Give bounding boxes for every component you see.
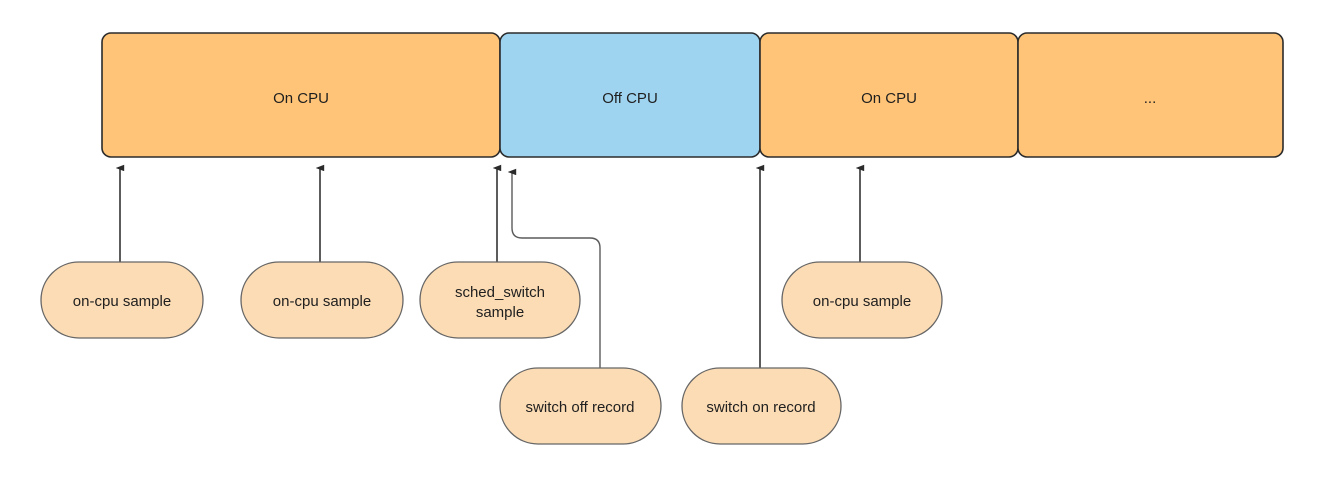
sample-pill-on-cpu-2[interactable]: on-cpu sample <box>240 261 404 339</box>
sample-pill-on-cpu-3[interactable]: on-cpu sample <box>781 261 943 339</box>
pill-label: switch off record <box>526 399 635 416</box>
segment-label: On CPU <box>273 90 329 107</box>
pill-rect[interactable] <box>781 261 943 339</box>
arrow-switch-off-record <box>507 168 601 368</box>
pill-label-line-1: sched_switch <box>455 284 545 301</box>
cpu-state-timeline: On CPU Off CPU On CPU ... <box>101 32 1284 158</box>
pill-label: on-cpu sample <box>73 293 171 310</box>
pill-rect[interactable] <box>499 367 662 445</box>
timeline-segment-on-cpu-1[interactable]: On CPU <box>101 32 501 158</box>
sample-pill-sched-switch[interactable]: sched_switch sample <box>419 261 581 339</box>
pill-rect[interactable] <box>419 261 581 339</box>
pill-label-line-2: sample <box>476 304 524 321</box>
timeline-segment-off-cpu-1[interactable]: Off CPU <box>499 32 761 158</box>
record-pill-switch-on[interactable]: switch on record <box>681 367 842 445</box>
pill-label: switch on record <box>706 399 815 416</box>
record-pill-switch-off[interactable]: switch off record <box>499 367 662 445</box>
segment-label: Off CPU <box>602 90 658 107</box>
sample-pill-on-cpu-1[interactable]: on-cpu sample <box>40 261 204 339</box>
pill-rect[interactable] <box>681 367 842 445</box>
pill-label: on-cpu sample <box>273 293 371 310</box>
pill-label: on-cpu sample <box>813 293 911 310</box>
segment-label: ... <box>1144 90 1157 107</box>
timeline-segment-ellipsis[interactable]: ... <box>1017 32 1284 158</box>
segment-label: On CPU <box>861 90 917 107</box>
segment-rect[interactable] <box>1017 32 1284 158</box>
sample-nodes: on-cpu sample on-cpu sample sched_switch… <box>40 261 943 339</box>
pill-rect[interactable] <box>240 261 404 339</box>
connector-group <box>115 164 865 368</box>
record-nodes: switch off record switch on record <box>499 367 842 445</box>
pill-rect[interactable] <box>40 261 204 339</box>
timeline-segment-on-cpu-2[interactable]: On CPU <box>759 32 1019 158</box>
